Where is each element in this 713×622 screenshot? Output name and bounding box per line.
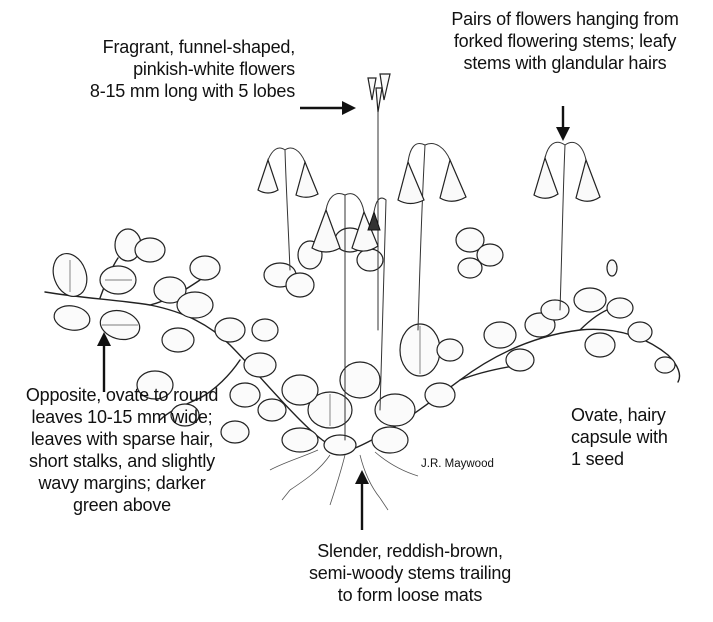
label-pairs-line: stems with glandular hairs xyxy=(420,52,710,74)
arrow-pairs-head xyxy=(556,127,570,141)
label-leaves-line: wavy margins; darker xyxy=(2,472,242,494)
roots xyxy=(270,450,418,510)
label-flowers: Fragrant, funnel-shaped, pinkish-white f… xyxy=(90,36,295,102)
label-stems-line: to form loose mats xyxy=(290,584,530,606)
label-capsule-line: Ovate, hairy xyxy=(571,404,668,426)
label-pairs-line: forked flowering stems; leafy xyxy=(420,30,710,52)
label-leaves-line: leaves with sparse hair, xyxy=(2,428,242,450)
label-leaves-line: short stalks, and slightly xyxy=(2,450,242,472)
label-flowers-line: 8-15 mm long with 5 lobes xyxy=(90,80,295,102)
label-flowers-line: Fragrant, funnel-shaped, xyxy=(90,36,295,58)
arrow-flowers-head xyxy=(342,101,356,115)
label-leaves: Opposite, ovate to round leaves 10-15 mm… xyxy=(2,384,242,516)
label-pairs-line: Pairs of flowers hanging from xyxy=(420,8,710,30)
label-pairs: Pairs of flowers hanging from forked flo… xyxy=(420,8,710,74)
label-stems: Slender, reddish-brown, semi-woody stems… xyxy=(290,540,530,606)
label-capsule-line: 1 seed xyxy=(571,448,668,470)
label-stems-line: Slender, reddish-brown, xyxy=(290,540,530,562)
artist-credit: J.R. Maywood xyxy=(421,457,494,471)
label-stems-line: semi-woody stems trailing xyxy=(290,562,530,584)
label-capsule: Ovate, hairy capsule with 1 seed xyxy=(571,404,668,470)
arrow-stems-head xyxy=(355,470,369,484)
leaves-center xyxy=(264,228,463,455)
leaves-right xyxy=(456,228,675,373)
label-leaves-line: green above xyxy=(2,494,242,516)
label-flowers-line: pinkish-white flowers xyxy=(90,58,295,80)
label-leaves-line: Opposite, ovate to round xyxy=(2,384,242,406)
label-capsule-line: capsule with xyxy=(571,426,668,448)
label-leaves-line: leaves 10-15 mm wide; xyxy=(2,406,242,428)
